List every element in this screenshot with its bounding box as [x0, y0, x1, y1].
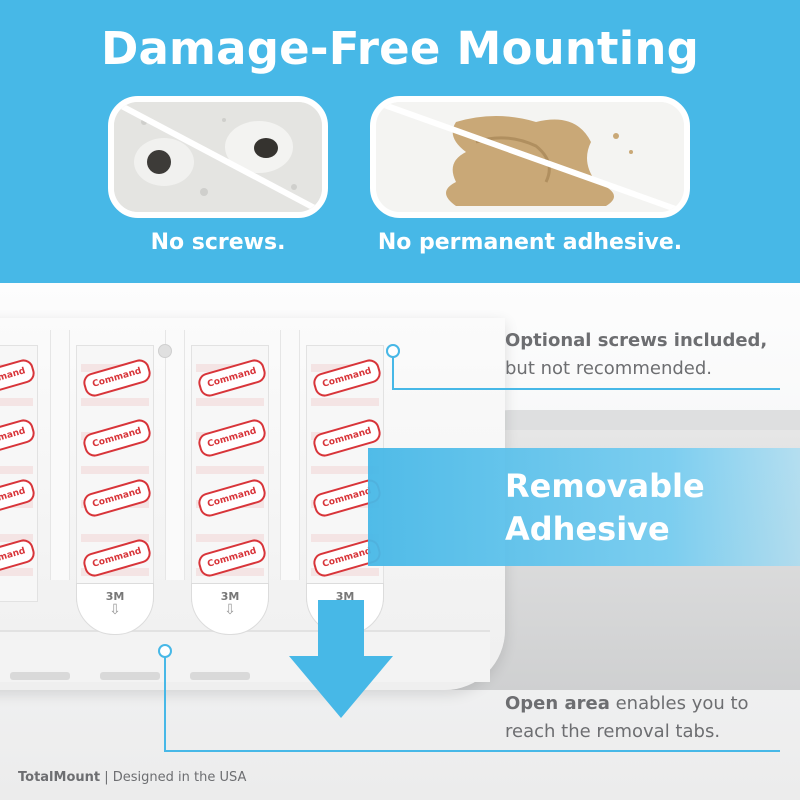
- callout-line: [392, 388, 780, 390]
- footer: TotalMount | Designed in the USA: [18, 770, 246, 785]
- screws-callout-line-1: Optional screws included,: [505, 330, 768, 351]
- callout-line: [164, 750, 780, 752]
- open-area-callout: Open area enables you to reach the remov…: [505, 690, 749, 746]
- screw-holes-image: [108, 96, 328, 218]
- callout-line: [164, 656, 166, 751]
- screw-hole: [158, 344, 172, 358]
- open-area-bold: Open area: [505, 693, 610, 714]
- page-title: Damage-Free Mounting: [100, 22, 700, 75]
- device-divider: [165, 330, 185, 580]
- screws-callout: Optional screws included, but not recomm…: [505, 327, 767, 383]
- feature-banner: [368, 448, 800, 566]
- rail-slot: [190, 672, 250, 680]
- adhesive-damage-image: [370, 96, 690, 218]
- footer-tagline: Designed in the USA: [112, 770, 247, 785]
- device-divider: [50, 330, 70, 580]
- adhesive-strip: Command Command Command Command: [0, 345, 38, 602]
- feature-heading: Removable Adhesive: [505, 465, 705, 551]
- footer-separator: |: [100, 770, 113, 785]
- adhesive-strip: Command Command Command Command: [191, 345, 269, 602]
- open-area-line-2: reach the removal tabs.: [505, 721, 721, 742]
- feature-line-2: Adhesive: [505, 510, 670, 548]
- down-arrow-head: [289, 656, 393, 718]
- tab-brand-label: 3M: [220, 590, 240, 603]
- device-divider: [280, 330, 300, 580]
- no-screws-caption: No screws.: [150, 230, 286, 255]
- open-area-rest: enables you to: [609, 693, 749, 714]
- down-arrow-icon: ⇩: [224, 602, 236, 618]
- brand-name: TotalMount: [18, 770, 101, 785]
- callout-line: [392, 356, 394, 389]
- down-arrow-icon: [318, 600, 364, 660]
- feature-line-1: Removable: [505, 467, 705, 505]
- screws-callout-line-2: but not recommended.: [505, 358, 712, 379]
- no-adhesive-caption: No permanent adhesive.: [377, 230, 683, 255]
- rail-slot: [10, 672, 70, 680]
- tab-brand-label: 3M: [105, 590, 125, 603]
- rail-slot: [100, 672, 160, 680]
- tab-brand-label: 3M: [335, 590, 355, 603]
- down-arrow-icon: ⇩: [109, 602, 121, 618]
- adhesive-strip: Command Command Command Command: [76, 345, 154, 602]
